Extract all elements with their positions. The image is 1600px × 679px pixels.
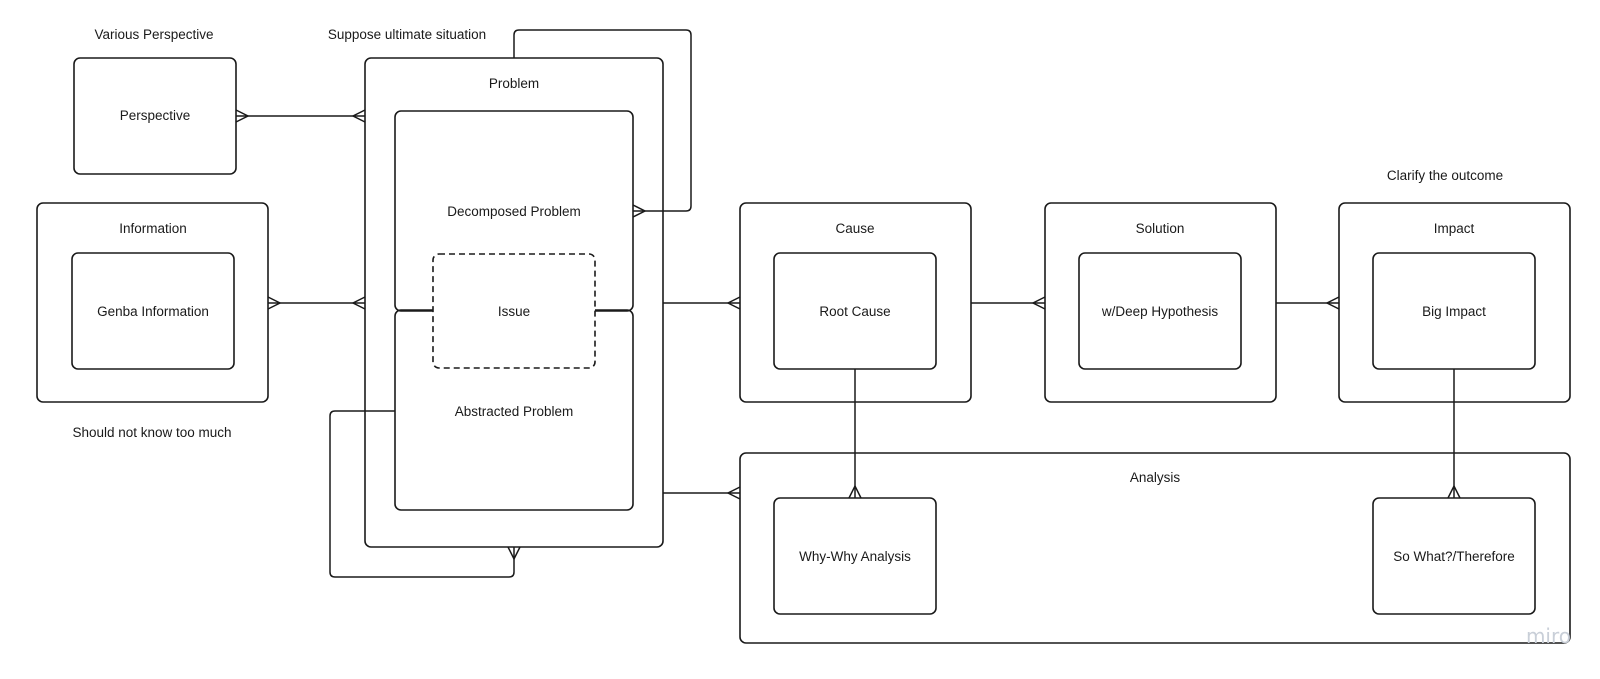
so-what-node[interactable]: So What?/Therefore bbox=[1372, 497, 1536, 615]
why-why-label: Why-Why Analysis bbox=[799, 549, 911, 564]
big-impact-node[interactable]: Big Impact bbox=[1372, 252, 1536, 370]
decomposed-problem-label: Decomposed Problem bbox=[447, 204, 581, 219]
deep-hypothesis-node[interactable]: w/Deep Hypothesis bbox=[1078, 252, 1242, 370]
connector-cause-solution bbox=[971, 296, 1046, 310]
genba-information-label: Genba Information bbox=[97, 304, 209, 319]
issue-label: Issue bbox=[498, 304, 530, 319]
deep-hypothesis-label: w/Deep Hypothesis bbox=[1101, 304, 1219, 319]
problem-label: Problem bbox=[489, 76, 539, 91]
annotation-clarify-outcome: Clarify the outcome bbox=[1387, 168, 1503, 183]
impact-label: Impact bbox=[1434, 221, 1475, 236]
genba-information-node[interactable]: Genba Information bbox=[71, 252, 235, 370]
connector-bigimpact-sowhat bbox=[1447, 369, 1461, 499]
root-cause-label: Root Cause bbox=[819, 304, 890, 319]
issue-node[interactable]: Issue bbox=[432, 253, 596, 369]
annotation-various-perspective: Various Perspective bbox=[94, 27, 213, 42]
big-impact-label: Big Impact bbox=[1422, 304, 1486, 319]
perspective-label: Perspective bbox=[120, 108, 191, 123]
miro-watermark: miro bbox=[1526, 624, 1571, 648]
analysis-node[interactable]: Analysis bbox=[739, 452, 1571, 644]
connector-perspective-problem bbox=[235, 109, 366, 123]
annotation-suppose-ultimate: Suppose ultimate situation bbox=[328, 27, 486, 42]
perspective-node[interactable]: Perspective bbox=[73, 57, 237, 175]
connector-problem-cause bbox=[663, 296, 741, 310]
solution-label: Solution bbox=[1136, 221, 1185, 236]
connector-problem-self-loop-bottom bbox=[329, 410, 521, 578]
connector-problem-self-loop-top bbox=[513, 29, 692, 218]
root-cause-node[interactable]: Root Cause bbox=[773, 252, 937, 370]
abstracted-problem-label: Abstracted Problem bbox=[455, 404, 574, 419]
analysis-label: Analysis bbox=[1130, 470, 1181, 485]
cause-label: Cause bbox=[835, 221, 874, 236]
connector-information-problem bbox=[267, 296, 366, 310]
connector-solution-impact bbox=[1276, 296, 1340, 310]
connector-problem-analysis bbox=[663, 486, 741, 500]
information-label: Information bbox=[119, 221, 187, 236]
why-why-node[interactable]: Why-Why Analysis bbox=[773, 497, 937, 615]
annotation-should-not-know: Should not know too much bbox=[72, 425, 231, 440]
connector-rootcause-whywhy bbox=[848, 369, 862, 499]
so-what-label: So What?/Therefore bbox=[1393, 549, 1515, 564]
